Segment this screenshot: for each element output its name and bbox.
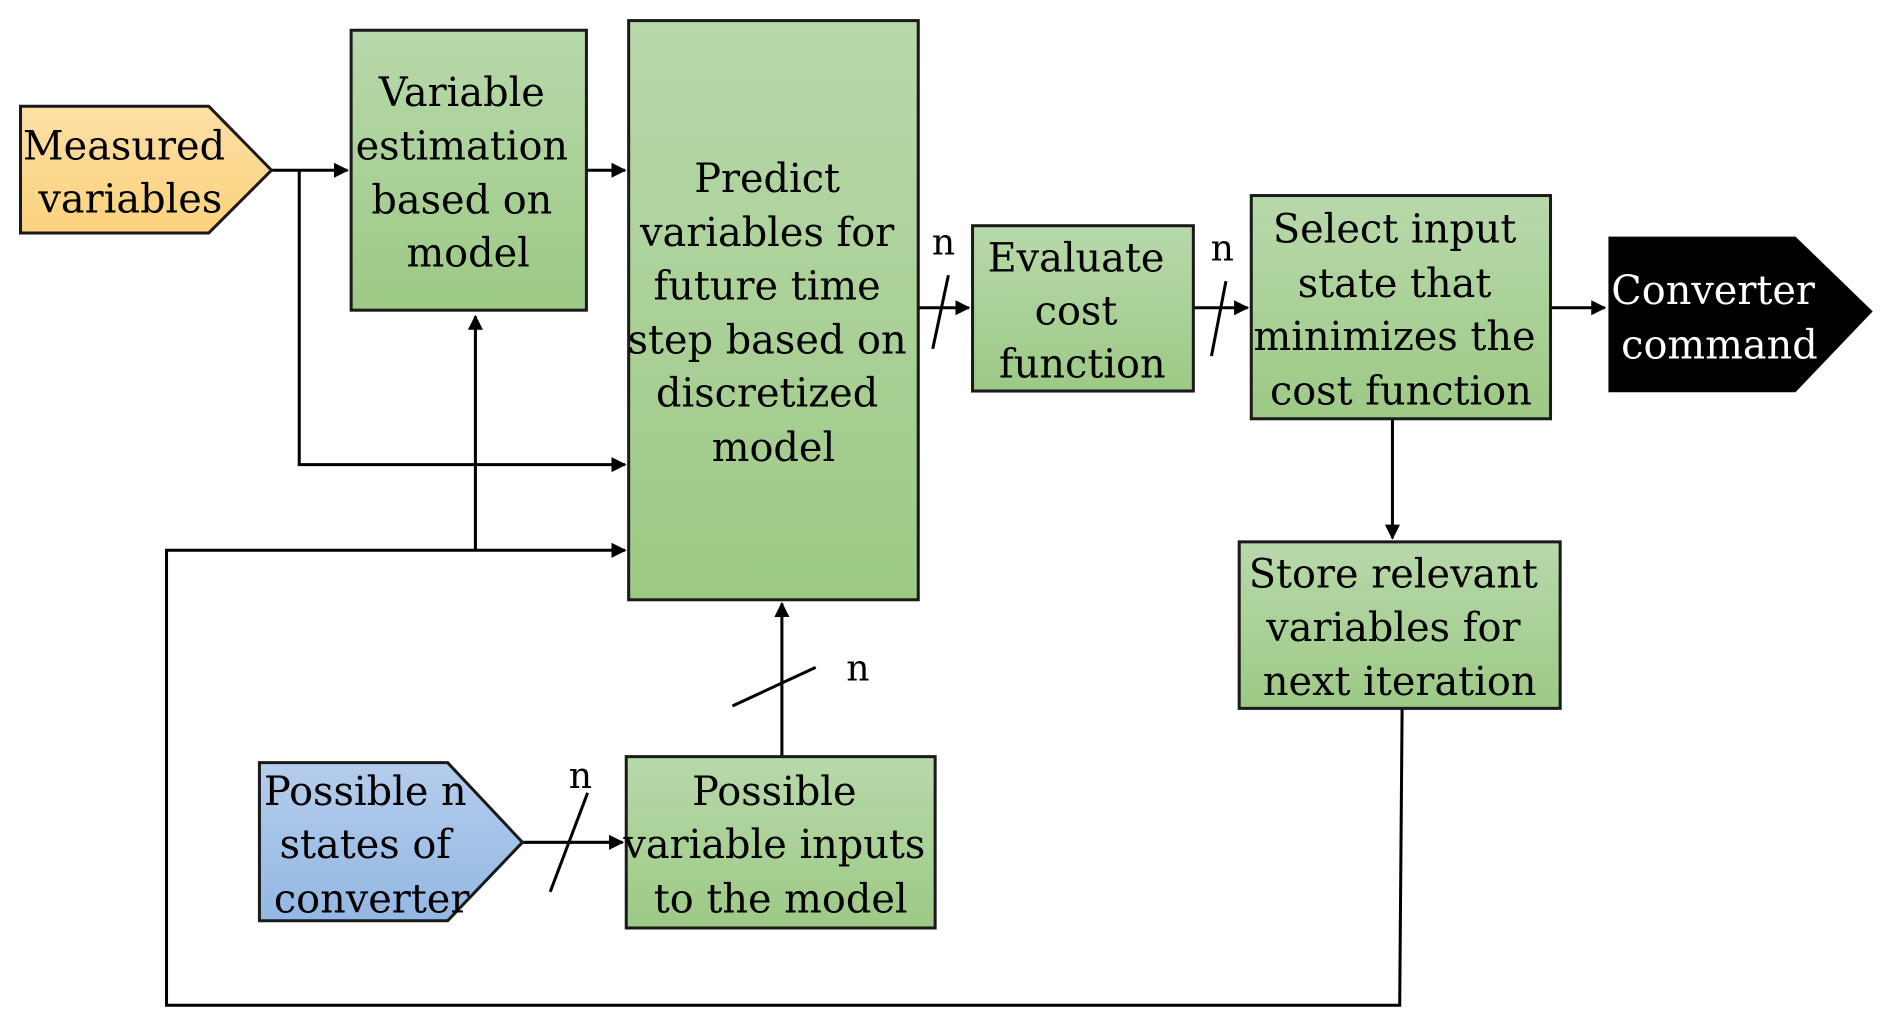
node-label-line: Store relevant xyxy=(1249,552,1538,598)
node-label-line: command xyxy=(1621,322,1818,368)
node-label-line: variable inputs xyxy=(622,822,925,868)
bus-slash-predict-evaluate xyxy=(931,274,950,350)
node-label-line: discretized xyxy=(656,371,878,417)
node-label-line: cost xyxy=(1035,289,1118,335)
node-possible-states: Possible n states of converter xyxy=(257,761,525,922)
bus-label-predict-evaluate: n xyxy=(932,221,955,264)
node-label-line: state that xyxy=(1298,261,1492,307)
node-label-line: to the model xyxy=(654,876,908,922)
bus-label-inputs-predict: n xyxy=(846,647,869,690)
node-label-line: variables for xyxy=(639,210,895,256)
node-label-line: converter xyxy=(274,876,470,922)
svg-text:Converter command: Converter command xyxy=(1611,268,1827,368)
node-label-line: Evaluate xyxy=(988,236,1165,282)
node-label-line: variables for xyxy=(1265,605,1521,651)
node-label-line: estimation xyxy=(356,123,568,169)
node-label-line: Possible n xyxy=(264,769,467,815)
node-evaluate-cost-function: Evaluate cost function xyxy=(971,224,1195,393)
node-converter-command: Converter command xyxy=(1608,236,1873,393)
bus-slash-inputs-predict xyxy=(731,665,817,708)
svg-text:Measured variables: Measured variables xyxy=(23,123,238,222)
svg-text:Store relevant variables: Store relevant variables for next iterat… xyxy=(1249,552,1551,705)
bus-slash-evaluate-select xyxy=(1209,280,1228,357)
node-label-line: model xyxy=(406,231,529,277)
node-label-line: model xyxy=(712,425,835,471)
node-label-line: step based on xyxy=(628,318,907,364)
node-possible-variable-inputs: Possible variable inputs to the model xyxy=(622,755,938,930)
node-label-line: future time xyxy=(654,263,881,309)
svg-text:Predict variables for: Predict variables for future time step b… xyxy=(628,156,920,471)
node-predict-variables: Predict variables for future time step b… xyxy=(627,19,920,602)
svg-text:Possible n states of: Possible n states of converter xyxy=(264,769,479,922)
node-label-line: Predict xyxy=(694,156,840,202)
node-select-input-state: Select input state that minimizes the co… xyxy=(1249,194,1553,421)
bus-label-states-inputs: n xyxy=(569,754,592,797)
arrow-measured-to-predict xyxy=(297,170,627,473)
arrow-feedback-loop xyxy=(165,542,1404,1007)
node-label-line: minimizes the xyxy=(1254,314,1536,360)
node-label-line: Variable xyxy=(378,70,545,116)
node-store-relevant-variables: Store relevant variables for next iterat… xyxy=(1237,540,1562,710)
svg-text:Select input state that: Select input state that minimizes the co… xyxy=(1254,207,1549,415)
node-label-line: states of xyxy=(280,822,455,868)
node-measured-variables: Measured variables xyxy=(19,104,274,235)
node-label-line: Possible xyxy=(692,769,856,815)
bus-label-evaluate-select: n xyxy=(1211,227,1234,270)
node-label-line: cost function xyxy=(1270,368,1532,414)
svg-text:Evaluate cost func: Evaluate cost function xyxy=(988,236,1178,388)
node-label-line: variables xyxy=(37,176,222,222)
node-label-line: based on xyxy=(371,178,552,224)
node-label-line: next iteration xyxy=(1263,659,1537,705)
node-variable-estimation: Variable estimation based on model xyxy=(349,28,588,312)
connectors xyxy=(165,162,1607,1007)
node-label-line: Measured xyxy=(23,123,225,169)
node-label-line: Converter xyxy=(1611,268,1816,314)
node-label-line: function xyxy=(999,342,1166,388)
svg-text:Possible variable inputs: Possible variable inputs to the model xyxy=(622,769,938,922)
node-label-line: Select input xyxy=(1273,207,1516,253)
svg-text:Variable estimation: Variable estimation based on model xyxy=(356,70,581,276)
bus-slash-states-inputs xyxy=(548,792,590,893)
